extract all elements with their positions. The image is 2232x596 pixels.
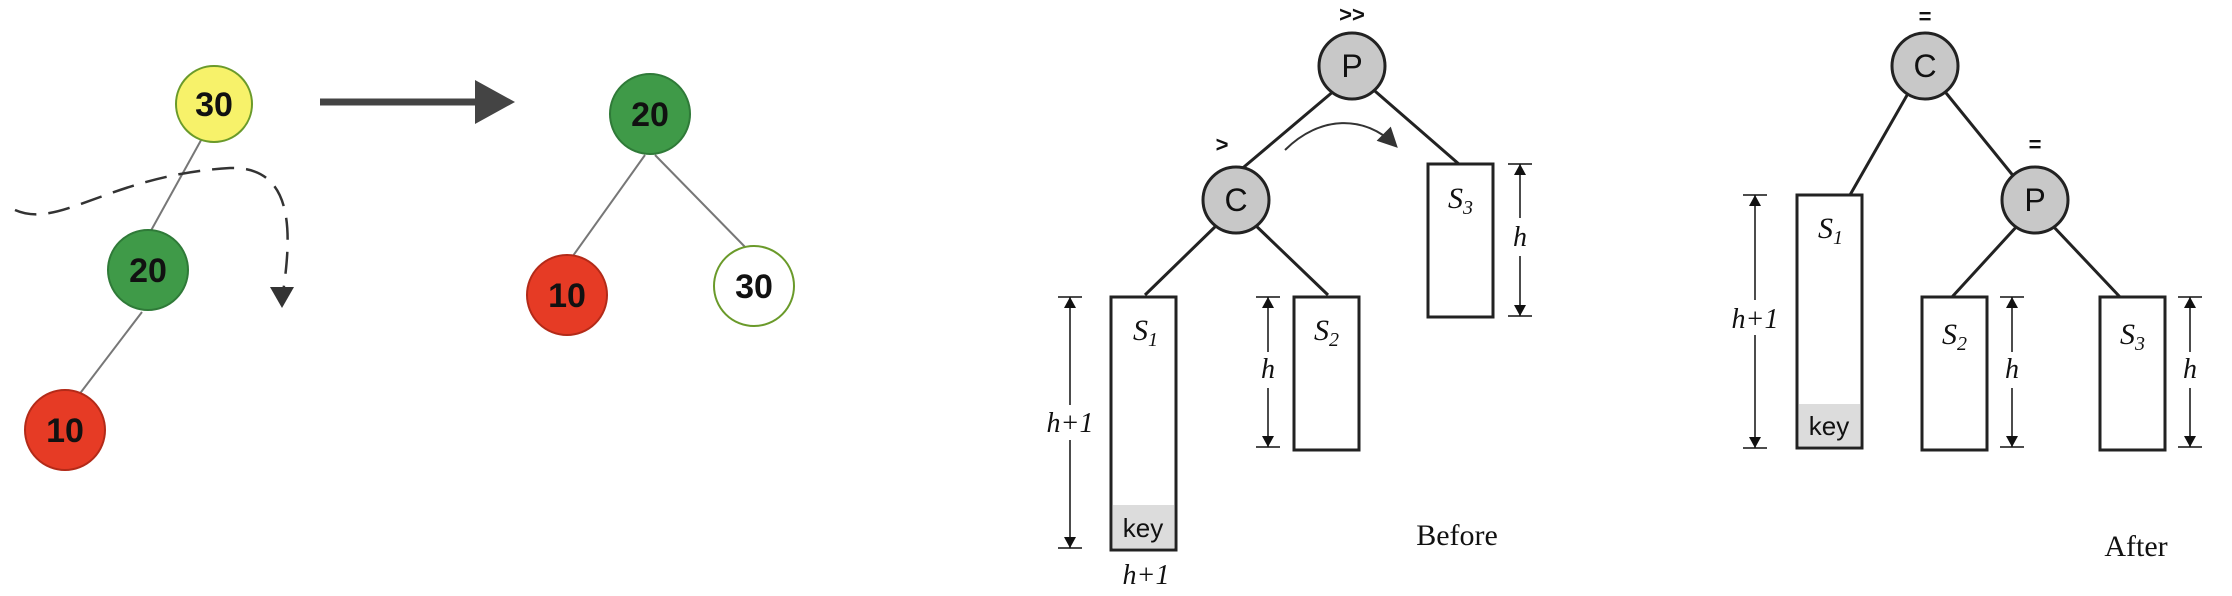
node-20: 20 [107,229,189,311]
edge-c-s1 [1143,220,1222,297]
s1-label: S1 [1133,314,1158,351]
edge-c-p-after [1940,87,2017,179]
node-10-label: 10 [46,412,84,450]
subtree-s2: S2 [1292,295,1361,452]
node-p-child: P [2000,165,2070,235]
rotation-example-after: 20 10 30 [526,73,795,336]
node-30: 30 [175,65,253,143]
before-caption: Before [1416,519,1498,552]
s1-height-dimension: h+1 [1047,296,1094,549]
edge-p-c [1237,88,1336,174]
node-c-root-label: C [1913,48,1936,84]
node-10-after-label: 10 [548,277,586,315]
node-30-label: 30 [195,86,233,124]
edge-20-10-after [569,154,646,261]
p-child-balance-label: = [2029,132,2042,157]
node-30-after: 30 [713,245,795,327]
edge-c-s1-after [1848,89,1912,196]
s1-after-height-dimension: h+1 [1732,194,1779,449]
s1-height-label: h+1 [1047,408,1094,439]
node-20-label: 20 [129,252,167,290]
subtree-s3: S3 [1426,162,1495,319]
after-caption: After [2104,530,2167,563]
p-balance-label: >> [1339,2,1365,27]
rotation-arrow [1284,122,1398,151]
s2-height-dimension: h [1256,296,1280,448]
edge-p-s3-after [2050,223,2122,299]
s2-after-label: S2 [1942,318,1967,355]
before-panel: >> P > C S1 key h+1 h+1 [1047,2,1532,591]
transform-arrow [320,80,515,124]
node-20-after-label: 20 [631,96,669,134]
s3-after-height-dimension: h [2178,296,2202,448]
edge-20-30-after [654,154,749,251]
after-panel: = C = P S1 key h+1 S [1732,4,2202,563]
key-label: key [1123,513,1163,543]
edge-p-s3 [1367,83,1461,167]
dashed-rotation-arrow [14,166,289,301]
s3-after-height-label: h [2183,354,2197,385]
c-balance-label: > [1216,132,1229,157]
bottom-height-label: h+1 [1123,560,1170,591]
node-p-child-label: P [2024,182,2045,218]
s2-label: S2 [1314,314,1339,351]
subtree-s1: S1 key [1109,295,1178,552]
node-20-after: 20 [609,73,691,155]
s3-height-dimension: h [1508,163,1532,317]
key-after-label: key [1809,411,1849,441]
node-c-root: C [1890,31,1960,101]
s3-label: S3 [1448,182,1473,219]
node-c: C [1201,165,1271,235]
s2-after-height-dimension: h [2000,296,2024,448]
c-root-balance-label: = [1919,4,1932,29]
edge-p-s2-after [1950,223,2020,299]
node-c-label: C [1224,182,1247,218]
edge-c-s2 [1250,220,1330,297]
s1-after-label: S1 [1818,212,1843,249]
arrow-right-icon [475,80,515,124]
s1-after-height-label: h+1 [1732,304,1779,335]
node-10: 10 [24,389,106,471]
subtree-s3-after: S3 [2098,295,2167,452]
s3-height-label: h [1513,222,1527,253]
edge-20-10 [74,311,143,401]
s3-after-label: S3 [2120,318,2145,355]
node-30-after-label: 30 [735,268,773,306]
dashed-arrowhead-icon [270,287,294,308]
node-p: P [1317,31,1387,101]
subtree-s2-after: S2 [1920,295,1989,452]
subtree-s1-after: S1 key [1795,193,1864,450]
edge-30-20 [147,132,206,237]
s2-height-label: h [1261,354,1275,385]
node-p-label: P [1341,48,1362,84]
node-10-after: 10 [526,254,608,336]
s2-after-height-label: h [2005,354,2019,385]
rotation-example-before: 30 20 10 [14,65,294,471]
